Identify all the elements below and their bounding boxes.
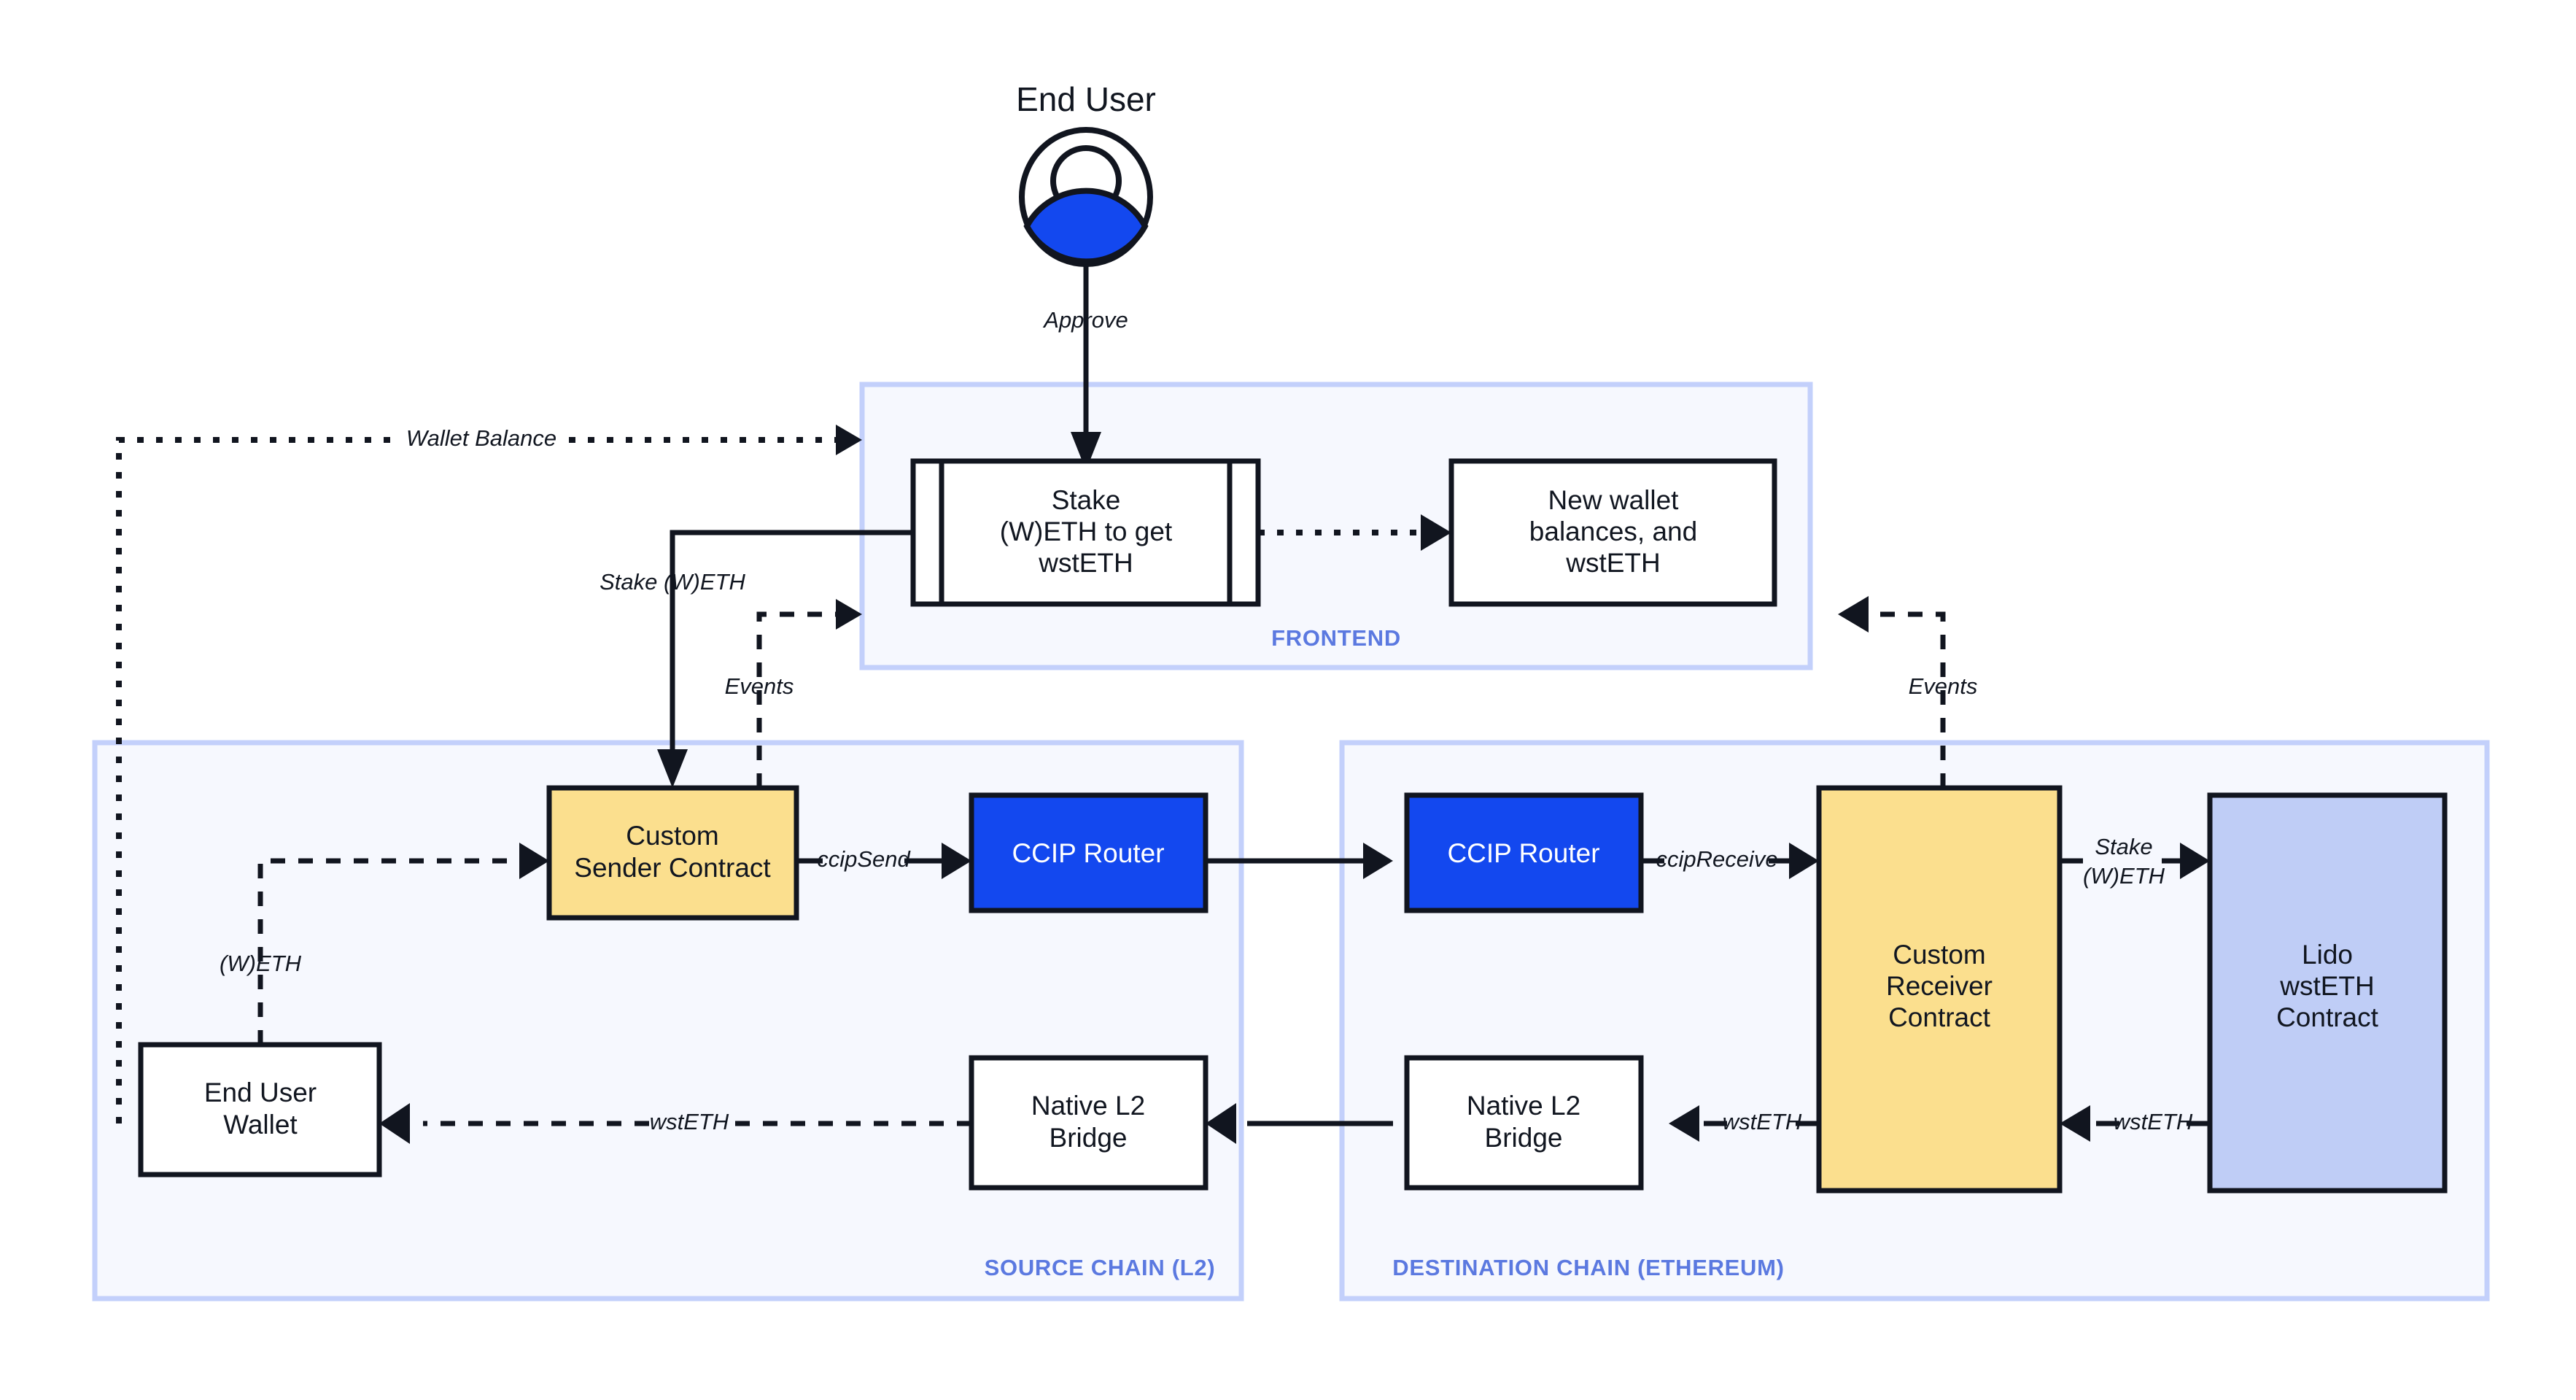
user-avatar-icon (1019, 127, 1153, 267)
node-ccip-router-source[interactable]: CCIP Router (969, 792, 1209, 913)
edge-bridge-hop-arrowhead (1206, 1103, 1236, 1144)
edge-events-destination-arrowhead (1838, 596, 1869, 633)
edge-stake-weth-label: Stake (W)ETH (600, 569, 745, 595)
edge-events-destination: Events (1838, 596, 1977, 788)
edge-new-balances-arrowhead (1421, 514, 1451, 551)
edge-events-source-label: Events (725, 673, 794, 699)
node-stake-form-label-2: (W)ETH to get (1000, 517, 1173, 546)
node-stake-form[interactable]: Stake (W)ETH to get wstETH (910, 458, 1261, 607)
edge-stake-weth-destination-arrowhead (2180, 843, 2210, 879)
node-lido-contract-label-3: Contract (2276, 1002, 2379, 1032)
node-end-user-wallet[interactable]: End User Wallet (138, 1042, 382, 1177)
edge-ccip-receive-label: ccipReceive (1656, 846, 1777, 872)
edge-stake-weth-destination-label-1: Stake (2095, 834, 2152, 859)
edge-wsteth-to-wallet: wstETH (379, 1103, 971, 1144)
group-destination-chain-label: DESTINATION CHAIN (ETHEREUM) (1392, 1255, 1784, 1280)
edge-wallet-balance-arrowhead (836, 425, 862, 455)
node-native-bridge-source-label-2: Bridge (1050, 1123, 1128, 1153)
edge-weth-transfer-label: (W)ETH (220, 951, 302, 976)
edge-cross-chain-hop (1206, 843, 1393, 879)
edge-bridge-hop (1206, 1103, 1393, 1144)
edge-ccip-send: ccipSend (796, 843, 971, 879)
node-native-bridge-destination-label-1: Native L2 (1467, 1091, 1580, 1121)
edge-events-source-arrowhead (836, 599, 862, 630)
node-stake-form-label-1: Stake (1052, 485, 1121, 515)
edge-stake-weth-destination: Stake (W)ETH (2060, 834, 2210, 889)
node-receiver-contract-label-3: Contract (1888, 1002, 1991, 1032)
edge-stake-weth: Stake (W)ETH (600, 530, 913, 788)
node-native-bridge-destination[interactable]: Native L2 Bridge (1404, 1055, 1644, 1191)
node-end-user[interactable]: End User (1016, 80, 1156, 267)
edge-cross-chain-hop-arrowhead (1363, 843, 1393, 879)
edge-wallet-balance-label: Wallet Balance (406, 425, 556, 451)
node-sender-contract-label-2: Sender Contract (574, 853, 771, 883)
node-sender-contract-label-1: Custom (626, 821, 718, 851)
node-receiver-contract-box (1816, 785, 2063, 1194)
node-end-user-wallet-label-2: Wallet (223, 1110, 298, 1140)
node-lido-contract-label-1: Lido (2302, 940, 2353, 970)
edge-events-source: Events (725, 599, 862, 788)
node-lido-contract-box (2207, 792, 2448, 1194)
edge-ccip-send-arrowhead (942, 843, 971, 879)
node-ccip-router-destination-label: CCIP Router (1447, 838, 1599, 868)
node-stake-form-box (910, 458, 1261, 607)
edge-wallet-balance: Wallet Balance (116, 425, 862, 1124)
node-end-user-wallet-box (138, 1042, 382, 1177)
node-native-bridge-source-label-1: Native L2 (1031, 1091, 1145, 1121)
edge-approve-label: Approve (1042, 307, 1128, 333)
edge-wsteth-to-bridge-label: wstETH (1723, 1109, 1802, 1134)
edge-wsteth-to-bridge: wstETH (1669, 1105, 1819, 1142)
node-receiver-contract-label-2: Receiver (1886, 971, 1993, 1001)
node-receiver-contract-label-1: Custom (1893, 940, 1985, 970)
node-native-bridge-destination-label-2: Bridge (1485, 1123, 1563, 1153)
edge-ccip-receive-arrowhead (1789, 843, 1819, 879)
node-ccip-router-destination-box (1404, 792, 1644, 913)
edge-stake-weth-destination-label-2: (W)ETH (2083, 863, 2165, 889)
node-lido-contract[interactable]: Lido wstETH Contract (2207, 792, 2448, 1194)
edge-stake-form-to-new-balances (1258, 514, 1451, 551)
node-receiver-contract[interactable]: Custom Receiver Contract (1816, 785, 2063, 1194)
node-end-user-wallet-label-1: End User (204, 1078, 317, 1107)
edge-approve: Approve (1042, 260, 1128, 471)
node-native-bridge-source-box (969, 1055, 1209, 1191)
node-native-bridge-destination-box (1404, 1055, 1644, 1191)
node-ccip-router-destination[interactable]: CCIP Router (1404, 792, 1644, 913)
node-ccip-router-source-label: CCIP Router (1012, 838, 1164, 868)
node-new-balances-box (1448, 458, 1777, 607)
edge-weth-transfer-arrowhead (519, 843, 549, 879)
node-lido-contract-label-2: wstETH (2279, 971, 2375, 1001)
node-new-balances-label-3: wstETH (1565, 548, 1661, 578)
edge-ccip-send-label: ccipSend (817, 846, 911, 872)
group-source-chain-label: SOURCE CHAIN (L2) (985, 1255, 1216, 1280)
node-new-balances-label-1: New wallet (1548, 485, 1680, 515)
edge-wsteth-from-lido: wstETH (2060, 1105, 2210, 1142)
edge-ccip-receive: ccipReceive (1641, 843, 1819, 879)
edge-events-destination-label: Events (1909, 673, 1978, 699)
edge-weth-transfer: (W)ETH (220, 843, 549, 1045)
edge-wsteth-to-wallet-label: wstETH (650, 1109, 729, 1134)
edge-wsteth-to-wallet-arrowhead (379, 1103, 410, 1144)
node-ccip-router-source-box (969, 792, 1209, 913)
node-stake-form-label-3: wstETH (1038, 548, 1133, 578)
group-frontend-label: FRONTEND (1271, 625, 1401, 651)
node-new-balances-label-2: balances, and (1529, 517, 1697, 546)
edge-wsteth-to-bridge-arrowhead (1669, 1105, 1699, 1142)
edge-wsteth-from-lido-arrowhead (2060, 1105, 2090, 1142)
node-native-bridge-source[interactable]: Native L2 Bridge (969, 1055, 1209, 1191)
node-sender-contract[interactable]: Custom Sender Contract (546, 785, 799, 921)
node-sender-contract-box (546, 785, 799, 921)
node-new-balances[interactable]: New wallet balances, and wstETH (1448, 458, 1777, 607)
edge-stake-weth-arrowhead (657, 749, 688, 788)
edge-wsteth-from-lido-label: wstETH (2114, 1109, 2193, 1134)
end-user-title: End User (1016, 80, 1156, 118)
edge-approve-arrowhead (1071, 432, 1101, 471)
